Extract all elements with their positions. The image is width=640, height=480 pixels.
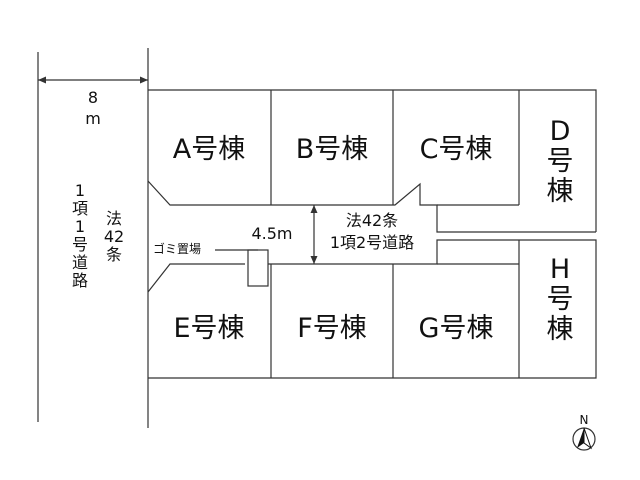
south-row-lots: [147, 239, 597, 379]
south-row-north-boundary-west: [147, 263, 245, 293]
north-row-outer-boundary: [148, 89, 597, 232]
north-label: N: [580, 413, 589, 427]
inner-road-width-label: 4.5m: [251, 224, 292, 243]
dimension-arrow-down-icon: [310, 256, 318, 264]
north-arrow-needle-left: [577, 428, 584, 448]
inner-road-label-line1: 法42条: [346, 211, 398, 230]
garbage-area-box: [247, 249, 269, 287]
lot-g-label: G号棟: [419, 313, 494, 344]
north-arrow-needle-right: [583, 427, 592, 450]
south-row-boundary: [148, 239, 597, 379]
lot-a-label: A号棟: [173, 134, 245, 165]
garbage-area-label: ゴミ置場: [153, 241, 201, 256]
lot-f-label: F号棟: [297, 313, 367, 344]
north-row-lots: [147, 89, 597, 233]
dimension-arrow-left-icon: [38, 76, 46, 84]
inner-road: 4.5m 法42条 1項2号道路: [251, 205, 414, 264]
lot-c-label: C号棟: [420, 134, 493, 165]
north-row-south-boundary: [147, 180, 596, 233]
north-arrow: N: [572, 413, 596, 451]
inner-road-label-line2: 1項2号道路: [330, 233, 414, 252]
lot-b-label: B号棟: [296, 134, 369, 165]
dimension-arrow-up-icon: [310, 205, 318, 213]
dimension-arrow-right-icon: [140, 76, 148, 84]
garbage-area: ゴミ置場: [153, 241, 269, 287]
lot-e-label: E号棟: [173, 313, 244, 344]
